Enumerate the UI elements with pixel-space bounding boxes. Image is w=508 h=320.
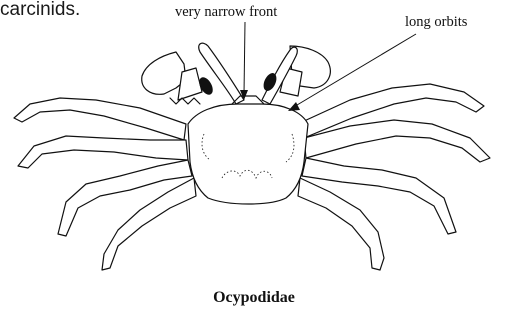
left-hand	[178, 68, 202, 100]
left-hand-teeth	[170, 98, 200, 104]
right-legs	[298, 84, 490, 270]
left-legs	[14, 98, 196, 270]
orbits-arrowhead	[288, 102, 300, 111]
label-very-narrow-front: very narrow front	[175, 4, 277, 20]
label-long-orbits: long orbits	[405, 14, 467, 30]
front-pointer	[244, 22, 245, 94]
figure-caption: Ocypodidae	[0, 289, 508, 307]
carapace	[188, 104, 308, 204]
left-eyestalk	[199, 43, 244, 104]
